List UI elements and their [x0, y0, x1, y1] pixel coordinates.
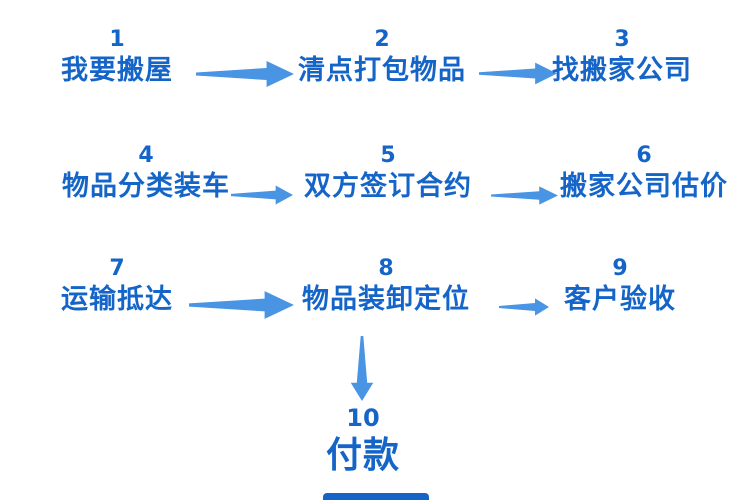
- step-3-number: 3: [614, 27, 630, 52]
- step-1-label: 我要搬屋: [61, 55, 173, 86]
- step-5: 5 双方签订合约: [304, 141, 472, 203]
- step-9-label: 客户验收: [564, 284, 676, 315]
- cutoff-text-top-sliver: [323, 493, 429, 500]
- step-2-label: 清点打包物品: [298, 55, 466, 86]
- step-3-label: 找搬家公司: [552, 55, 692, 86]
- step-6: 6 搬家公司估价: [560, 141, 728, 203]
- step-7: 7 运输抵达: [61, 254, 173, 316]
- arrow-right-icon: [231, 185, 293, 205]
- arrow-right-icon: [189, 291, 294, 319]
- arrow-right-icon: [479, 62, 557, 85]
- step-4: 4 物品分类装车: [62, 141, 230, 203]
- step-8-number: 8: [378, 256, 394, 281]
- step-10-number: 10: [346, 404, 380, 432]
- step-6-number: 6: [636, 143, 652, 168]
- step-5-number: 5: [380, 143, 396, 168]
- arrow-right-icon: [491, 186, 558, 205]
- step-7-label: 运输抵达: [61, 284, 173, 315]
- step-5-label: 双方签订合约: [304, 171, 472, 202]
- step-2: 2 清点打包物品: [298, 25, 466, 87]
- step-7-number: 7: [109, 256, 125, 281]
- step-6-label: 搬家公司估价: [560, 171, 728, 202]
- step-3: 3 找搬家公司: [552, 25, 692, 87]
- step-1-number: 1: [109, 27, 125, 52]
- step-8-label: 物品装卸定位: [302, 284, 470, 315]
- step-4-label: 物品分类装车: [62, 171, 230, 202]
- step-10-label: 付款: [325, 435, 401, 476]
- step-4-number: 4: [138, 143, 154, 168]
- step-9-number: 9: [612, 256, 628, 281]
- step-8: 8 物品装卸定位: [302, 254, 470, 316]
- arrow-right-icon: [499, 298, 549, 316]
- step-9: 9 客户验收: [564, 254, 676, 316]
- step-1: 1 我要搬屋: [61, 25, 173, 87]
- arrow-right-icon: [196, 61, 294, 87]
- arrow-down-icon: [350, 336, 374, 401]
- step-2-number: 2: [374, 27, 390, 52]
- step-10: 10 付款: [326, 402, 400, 478]
